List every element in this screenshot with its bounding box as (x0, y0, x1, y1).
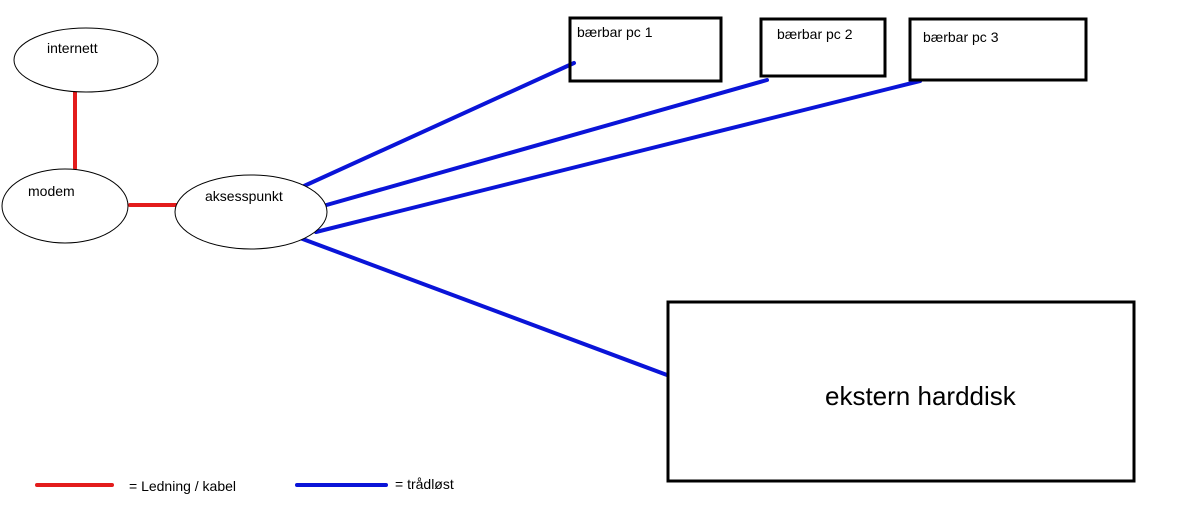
external-disk-node (666, 300, 1136, 483)
legend-wired-label: = Ledning / kabel (129, 478, 237, 494)
laptop-3-label: bærbar pc 3 (923, 29, 999, 45)
laptop-2-node (759, 17, 887, 78)
modem-node (1, 168, 129, 244)
access-point-node (174, 174, 328, 250)
laptop-1-label: bærbar pc 1 (577, 24, 653, 40)
internet-label: internett (47, 40, 98, 56)
connection-access-point-laptop-1 (302, 61, 576, 188)
access-point-label: aksesspunkt (205, 188, 283, 204)
connection-access-point-external-disk (298, 236, 669, 377)
external-disk-label: ekstern harddisk (825, 381, 1016, 411)
internet-node (13, 27, 159, 93)
laptop-1-node (568, 16, 723, 83)
connection-access-point-laptop-3 (314, 79, 922, 234)
laptop-3-node (908, 17, 1088, 82)
connection-access-point-laptop-2 (321, 78, 769, 208)
modem-label: modem (28, 183, 75, 199)
laptop-2-label: bærbar pc 2 (777, 26, 853, 42)
legend-wireless-label: = trådløst (395, 476, 454, 492)
